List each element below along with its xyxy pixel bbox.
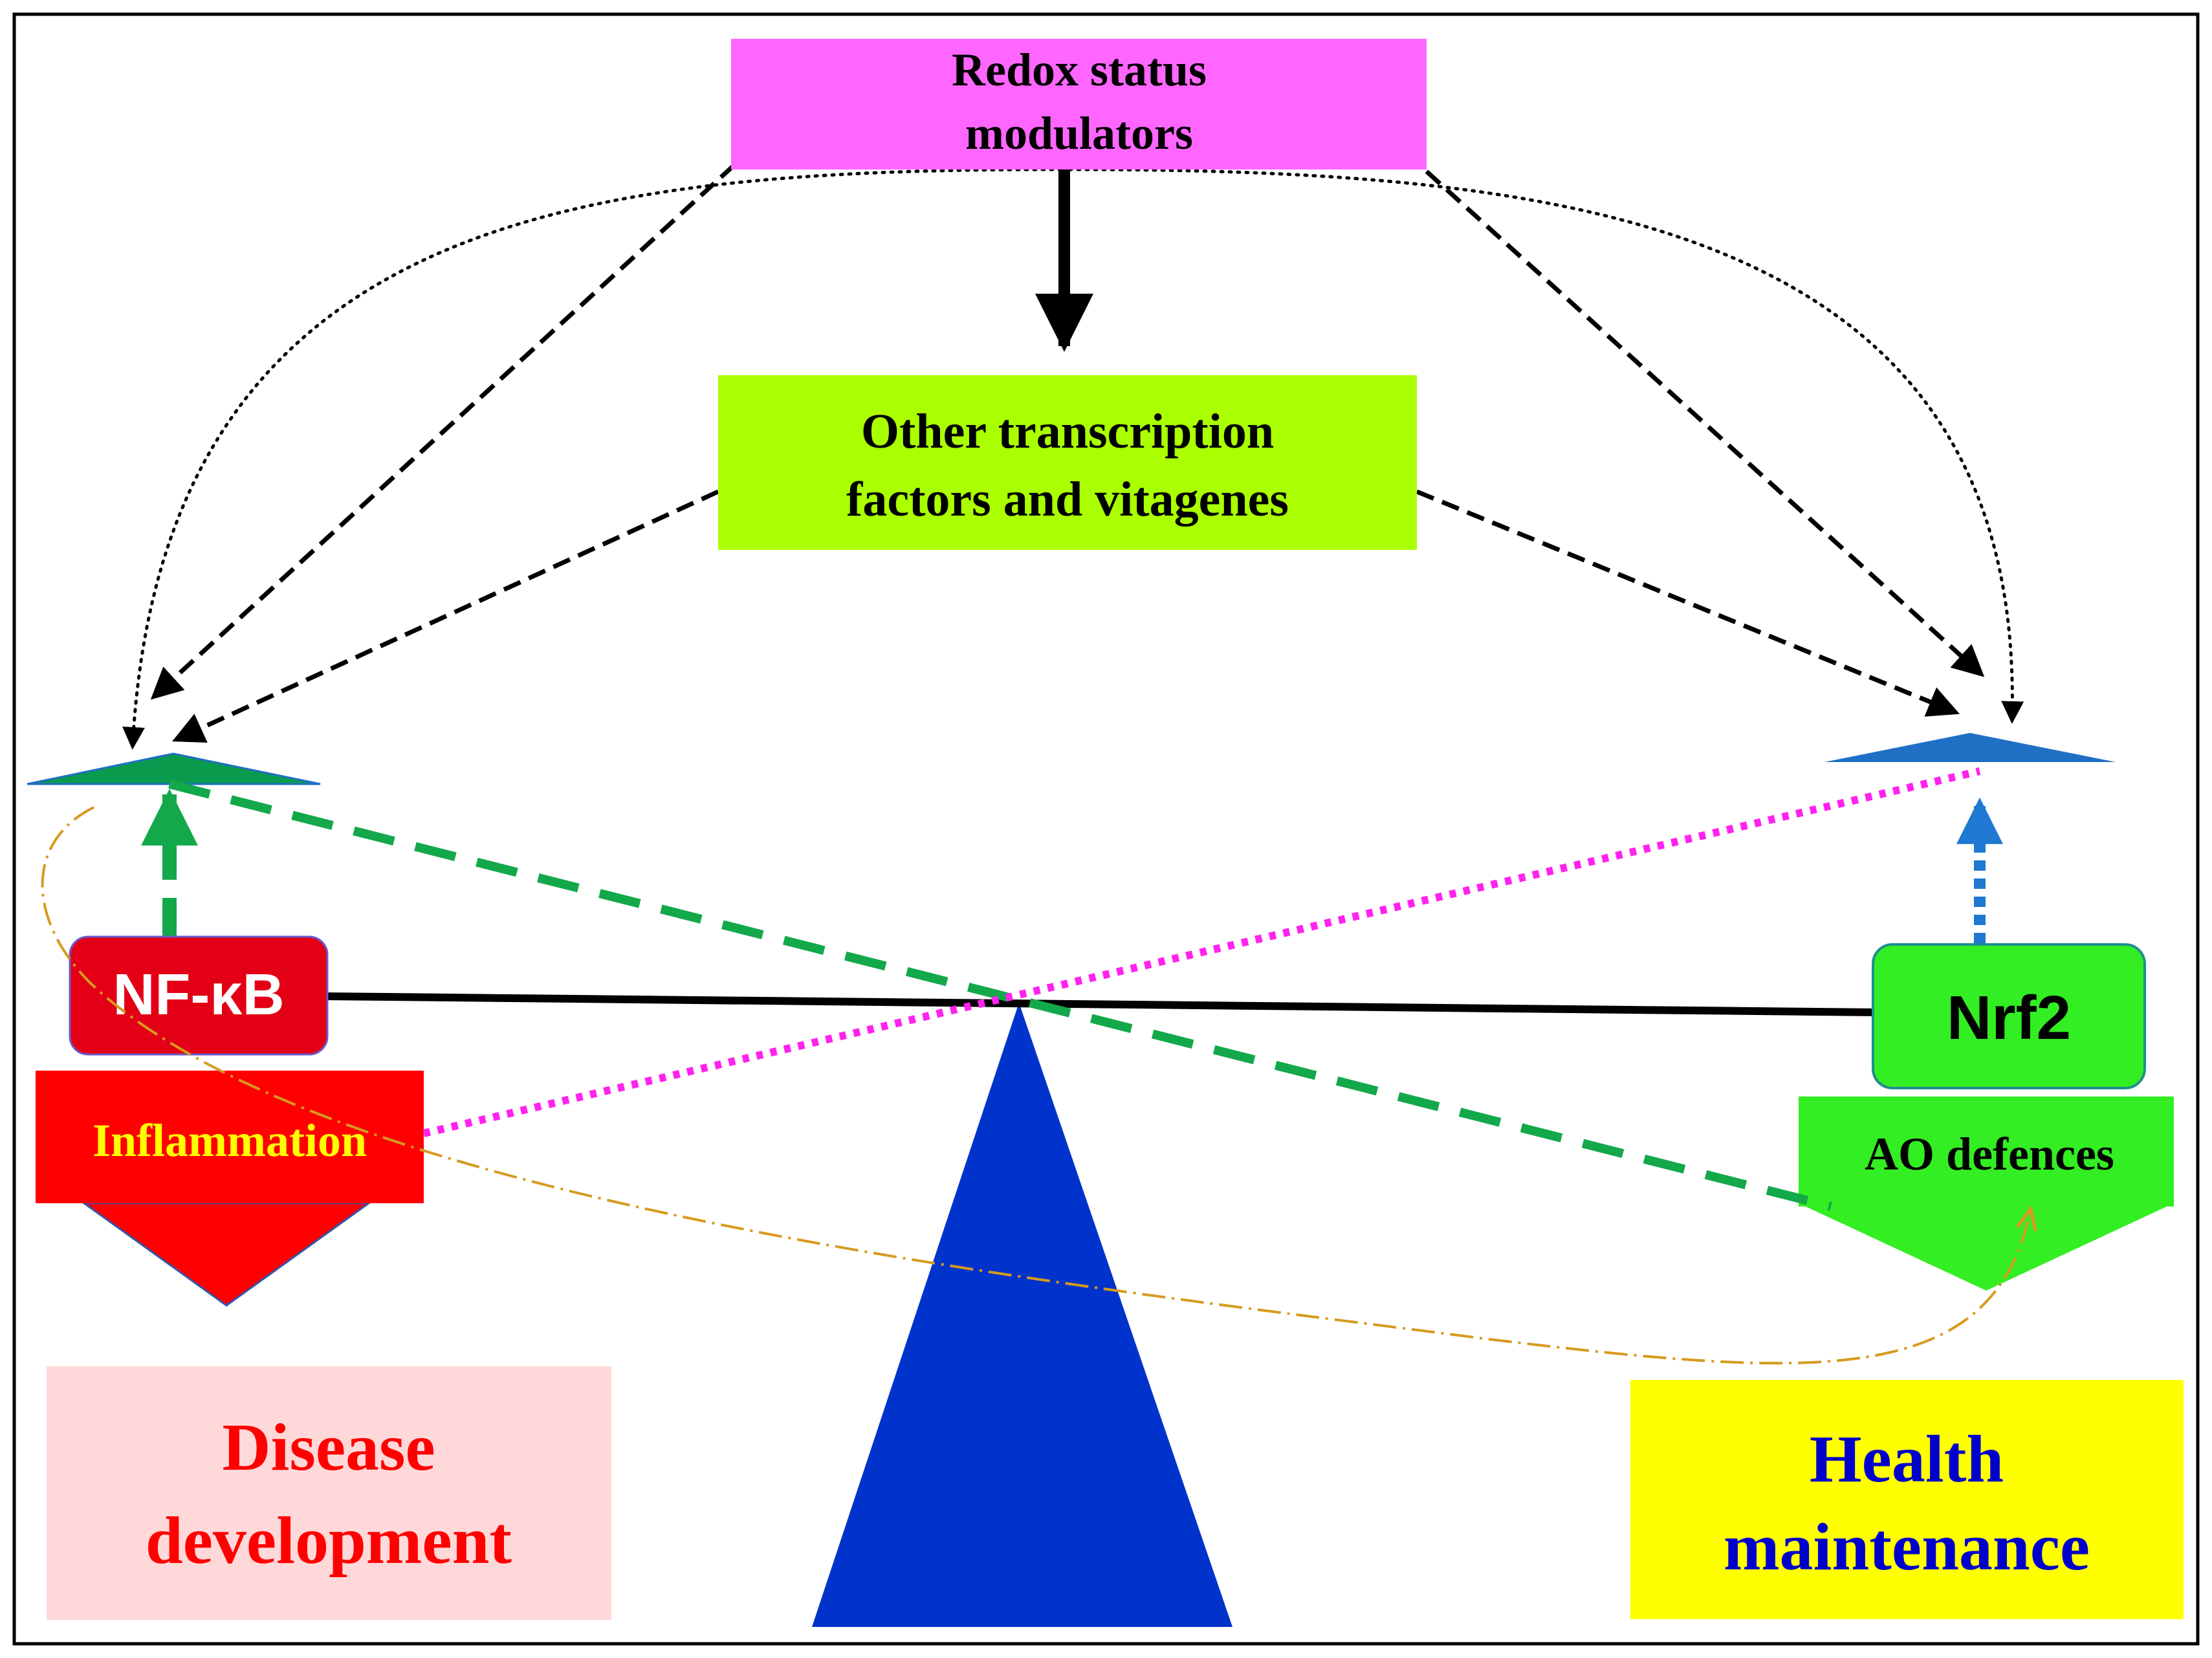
left-pan [27, 752, 321, 785]
health-label-line-2: maintenance [1724, 1510, 2090, 1584]
dashed-arrow-tf-to-right [1416, 489, 1960, 717]
nrf2-node: Nrf2 [1872, 943, 2146, 1089]
nrf2-box [1872, 943, 2146, 1089]
redox-label-line-1: Redox status [952, 44, 1207, 96]
balance-beam [323, 992, 1880, 1016]
redox-modulators-node: Redox status modulators [731, 39, 1427, 169]
other-tf-label-line-1: Other transcription [861, 404, 1274, 459]
nrf2-label: Nrf2 [1947, 983, 2071, 1053]
health-label-line-1: Health [1810, 1422, 2004, 1496]
redox-box [731, 39, 1427, 169]
other-transcription-factors-node: Other transcription factors and vitagene… [718, 375, 1417, 550]
disease-box [47, 1366, 611, 1620]
nfkb-box [69, 935, 329, 1056]
nfkb-label: NF-κB [113, 963, 284, 1027]
inflammation-node: Inflammation [36, 1071, 424, 1307]
redox-label-line-2: modulators [965, 107, 1193, 159]
disease-development-node: Disease development [47, 1366, 611, 1620]
inflammation-label: Inflammation [93, 1115, 367, 1166]
right-pan [1824, 733, 2116, 762]
magenta-dotted-crossing-line [422, 767, 1981, 1137]
inflammation-box [36, 1071, 424, 1203]
dashed-arrow-redox-to-left [150, 163, 736, 700]
dashed-arrow-tf-to-left [172, 489, 719, 743]
health-maintenance-node: Health maintenance [1630, 1380, 2184, 1619]
ao-defences-arrow-head [1799, 1203, 2174, 1291]
green-dashed-crossing-line [168, 780, 1832, 1211]
inflammation-arrow-head [81, 1202, 372, 1307]
health-box [1630, 1380, 2184, 1619]
ao-defences-node: AO defences [1799, 1096, 2174, 1291]
outer-frame [12, 12, 2200, 1646]
ao-defences-label: AO defences [1865, 1128, 2114, 1180]
other-tf-box [718, 375, 1417, 550]
dashed-arrow-redox-to-right [1425, 169, 1985, 677]
other-tf-label-line-2: factors and vitagenes [846, 472, 1289, 527]
disease-label-line-1: Disease [222, 1410, 435, 1485]
nfkb-node: NF-κB [69, 935, 329, 1056]
disease-label-line-2: development [146, 1503, 512, 1578]
orange-dashdot-loop [41, 806, 2030, 1365]
ao-defences-box [1799, 1096, 2174, 1206]
fulcrum-triangle [812, 1003, 1232, 1627]
dotted-arc-right [1059, 168, 2024, 724]
